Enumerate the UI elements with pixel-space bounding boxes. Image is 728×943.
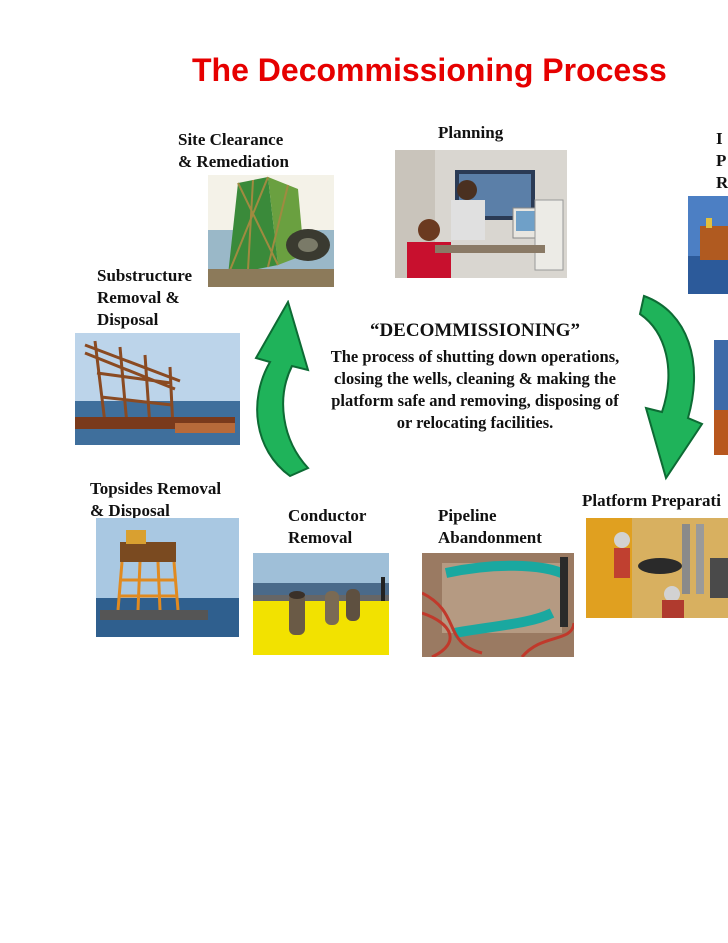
- definition-heading: “DECOMMISSIONING”: [369, 320, 581, 341]
- planning-photo: [395, 150, 567, 278]
- right-cycle-arrow: [636, 292, 708, 482]
- conductor-photo: [253, 553, 389, 655]
- substructure-photo: [75, 333, 240, 445]
- page-title: The Decommissioning Process: [192, 52, 667, 88]
- stage-label-pipeline: Pipeline Abandonment: [438, 506, 542, 547]
- stage-label-topsides: Topsides Removal & Disposal: [90, 479, 222, 520]
- stage-label-planning: Planning: [438, 123, 504, 142]
- inventory-photo: [688, 196, 728, 294]
- site-clearance-photo: [208, 175, 334, 287]
- definition-line: closing the wells, cleaning & making the: [334, 369, 616, 388]
- stage-label-substructure: Substructure Removal & Disposal: [97, 266, 193, 329]
- topsides-photo: [96, 518, 239, 637]
- definition-line: platform safe and removing, disposing of: [331, 391, 619, 410]
- stage-label-site-clearance: Site Clearance & Remediation: [178, 130, 289, 171]
- definition-line: The process of shutting down operations,: [330, 347, 620, 366]
- decommissioning-definition: “DECOMMISSIONING” The process of shuttin…: [305, 318, 645, 434]
- stage-label-conductor: Conductor Removal: [288, 506, 367, 547]
- stage-label-inventory: I P R: [716, 129, 728, 192]
- left-cycle-arrow: [246, 300, 316, 480]
- definition-line: or relocating facilities.: [396, 413, 554, 432]
- inventory-photo-2: [714, 340, 728, 455]
- pipeline-photo: [422, 553, 574, 657]
- stage-label-platform-preparation: Platform Preparati: [582, 491, 721, 510]
- platform-preparation-photo: [586, 518, 728, 618]
